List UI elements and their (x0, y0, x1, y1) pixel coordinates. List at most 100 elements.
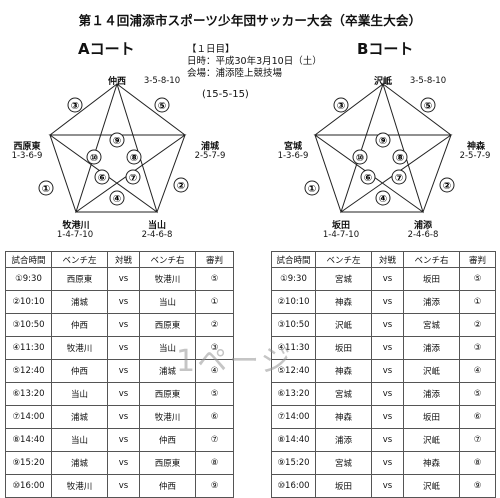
match-number-marker: ① (38, 180, 54, 196)
versus-label: vs (107, 336, 140, 360)
match-number-marker: ⑧ (392, 149, 408, 165)
match-number-text: ⑩ (356, 153, 364, 164)
match-number-marker: ⑧ (126, 149, 142, 165)
versus-label: vs (107, 382, 140, 406)
referee-match: ⑦ (195, 428, 234, 452)
match-number-text: ④ (113, 194, 121, 205)
match-number-marker: ⑤ (420, 97, 436, 113)
header-versus: 対戦 (107, 251, 140, 268)
bench-right-team: 西原東 (139, 451, 196, 475)
match-time: ⑩16:00 (271, 474, 316, 498)
header-bench-right: ベンチ右 (403, 251, 460, 268)
match-time: ③10:50 (271, 313, 316, 337)
header-referee: 審判 (459, 251, 496, 268)
bench-left-team: 牧港川 (51, 336, 108, 360)
match-number-marker: ⑩ (86, 149, 102, 165)
match-time: ②10:10 (5, 290, 52, 314)
match-number-marker: ③ (333, 97, 349, 113)
bench-left-team: 浦添 (315, 428, 372, 452)
bench-left-team: 神森 (315, 359, 372, 383)
header-versus: 対戦 (371, 251, 404, 268)
court-b-team-bottom-right-schedule: 2-4-6-8 (407, 230, 439, 240)
header-referee: 審判 (195, 251, 234, 268)
bench-right-team: 牧港川 (139, 405, 196, 429)
match-number-text: ① (308, 184, 316, 195)
header-bench-right: ベンチ右 (139, 251, 196, 268)
court-a-team-left-schedule: 1-3-6-9 (11, 151, 43, 161)
match-number-text: ⑩ (90, 153, 98, 164)
versus-label: vs (107, 405, 140, 429)
match-number-text: ② (177, 181, 185, 192)
match-number-text: ⑨ (113, 136, 121, 147)
referee-match: ③ (459, 336, 496, 360)
match-number-text: ③ (71, 101, 79, 112)
referee-match: ⑧ (459, 451, 496, 475)
bench-right-team: 沢岻 (403, 428, 460, 452)
referee-match: ⑧ (195, 451, 234, 475)
match-number-marker: ⑥ (360, 169, 376, 185)
match-number-marker: ⑤ (154, 97, 170, 113)
match-number-text: ③ (337, 101, 345, 112)
bench-left-team: 牧港川 (51, 474, 108, 498)
bench-left-team: 坂田 (315, 336, 372, 360)
referee-match: ⑥ (195, 405, 234, 429)
court-a-team-bottom-left-schedule: 1-4-7-10 (56, 230, 94, 240)
bench-right-team: 浦添 (403, 290, 460, 314)
bench-left-team: 仲西 (51, 313, 108, 337)
bench-left-team: 当山 (51, 382, 108, 406)
event-info: 【１日目】 日時：平成30年3月10日（土） 会場：浦添陸上競技場 (187, 44, 322, 80)
referee-match: ⑥ (459, 405, 496, 429)
match-number-text: ② (443, 181, 451, 192)
court-a-label: Aコート (78, 40, 135, 58)
versus-label: vs (371, 474, 404, 498)
match-number-marker: ④ (109, 190, 125, 206)
match-number-text: ⑥ (98, 173, 106, 184)
court-b-team-bottom-left: 坂田 (331, 221, 350, 231)
versus-label: vs (107, 359, 140, 383)
referee-match: ④ (459, 359, 496, 383)
court-b-team-bottom-left-schedule: 1-4-7-10 (322, 230, 360, 240)
referee-match: ① (195, 290, 234, 314)
court-a-team-top-schedule: 3-5-8-10 (143, 76, 181, 86)
referee-match: ⑤ (195, 267, 234, 291)
event-venue: 会場：浦添陸上競技場 (187, 68, 283, 79)
bench-right-team: 西原東 (139, 382, 196, 406)
versus-label: vs (371, 336, 404, 360)
court-b-team-top-schedule: 3-5-8-10 (409, 76, 447, 86)
bench-left-team: 沢岻 (315, 313, 372, 337)
versus-label: vs (371, 405, 404, 429)
header-time: 試合時間 (271, 251, 316, 268)
versus-label: vs (371, 359, 404, 383)
court-b-team-top: 沢岻 (373, 77, 392, 87)
bench-right-team: 坂田 (403, 405, 460, 429)
bench-right-team: 当山 (139, 336, 196, 360)
match-time: ⑦14:00 (271, 405, 316, 429)
match-time: ⑤12:40 (271, 359, 316, 383)
bench-left-team: 浦城 (51, 290, 108, 314)
match-time: ⑥13:20 (271, 382, 316, 406)
court-b-label: Bコート (357, 40, 414, 58)
versus-label: vs (107, 428, 140, 452)
versus-label: vs (371, 451, 404, 475)
match-time: ①9:30 (5, 267, 52, 291)
match-time: ⑩16:00 (5, 474, 52, 498)
court-a-team-right-schedule: 2-5-7-9 (194, 151, 226, 161)
bench-left-team: 坂田 (315, 474, 372, 498)
court-b-team-right-schedule: 2-5-7-9 (459, 151, 491, 161)
referee-match: ① (459, 290, 496, 314)
match-number-marker: ④ (375, 190, 391, 206)
